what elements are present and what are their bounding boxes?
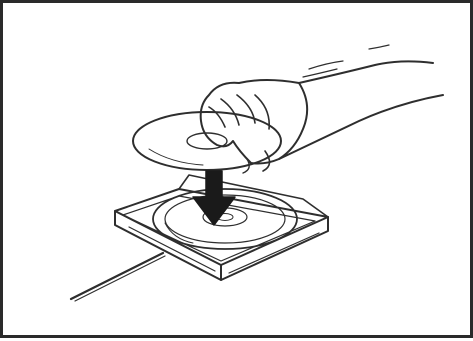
hand [201, 45, 443, 173]
disc-insertion-illustration [3, 3, 473, 341]
insert-arrow-icon [193, 171, 235, 225]
cable [71, 253, 165, 301]
compact-disc [133, 112, 281, 170]
